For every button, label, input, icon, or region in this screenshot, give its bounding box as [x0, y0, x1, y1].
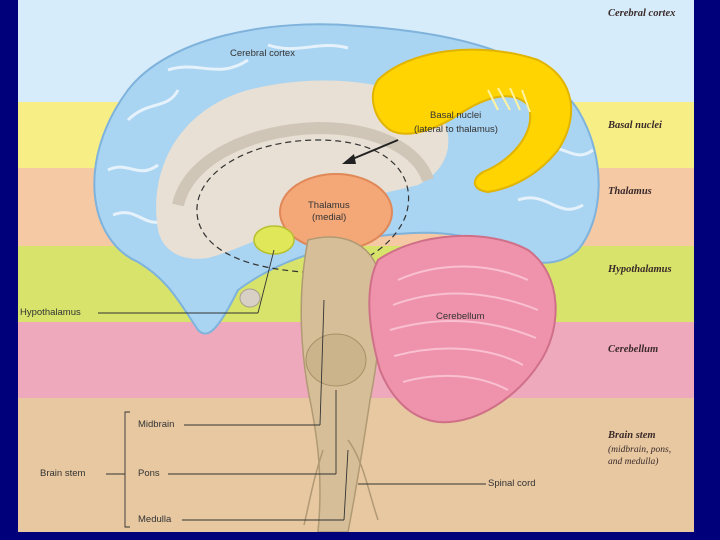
pons-shape: [305, 333, 367, 387]
label-midbrain: Midbrain: [138, 419, 175, 430]
band-label-cerebral-cortex: Cerebral cortex: [608, 8, 676, 19]
band-label-cerebellum: Cerebellum: [608, 344, 659, 355]
label-cerebellum: Cerebellum: [436, 311, 485, 322]
label-medulla: Medulla: [138, 514, 172, 525]
label-cerebral-cortex: Cerebral cortex: [230, 48, 295, 59]
pituitary-shape: [239, 288, 261, 308]
label-basal-nuclei: Basal nuclei: [430, 110, 482, 121]
label-spinal-cord: Spinal cord: [488, 478, 536, 489]
band-label-hypothalamus: Hypothalamus: [608, 264, 672, 275]
leader-lines: [98, 249, 486, 528]
band-label-thalamus: Thalamus: [608, 186, 652, 197]
dashed-outline: [196, 139, 410, 273]
basal-nuclei-striations: [487, 87, 531, 113]
label-thalamus-sub: (medial): [312, 212, 347, 223]
basal-to-thalamus-arrow: [342, 139, 399, 164]
brain-illustration: [93, 23, 600, 532]
band-label-basal-nuclei: Basal nuclei: [608, 120, 662, 131]
cerebellum-shape: [368, 234, 557, 424]
label-brain-stem: Brain stem: [40, 468, 86, 479]
band-label-brain-stem: Brain stem: [608, 430, 656, 441]
band-label-brain-stem-sub: (midbrain, pons, and medulla): [608, 445, 672, 467]
corpus-callosum: [172, 121, 434, 207]
label-thalamus: Thalamus: [308, 200, 350, 211]
label-basal-nuclei-sub: (lateral to thalamus): [414, 124, 498, 135]
spinal-nerves: [303, 439, 379, 526]
diagram-frame: Cerebral cortex Basal nuclei (lateral to…: [18, 0, 694, 532]
label-hypothalamus: Hypothalamus: [20, 307, 81, 318]
cerebellum-folia: [389, 265, 539, 391]
label-pons: Pons: [138, 468, 160, 479]
basal-nuclei-shape: [371, 48, 572, 194]
white-matter: [156, 80, 449, 259]
hypothalamus-shape: [253, 225, 295, 255]
